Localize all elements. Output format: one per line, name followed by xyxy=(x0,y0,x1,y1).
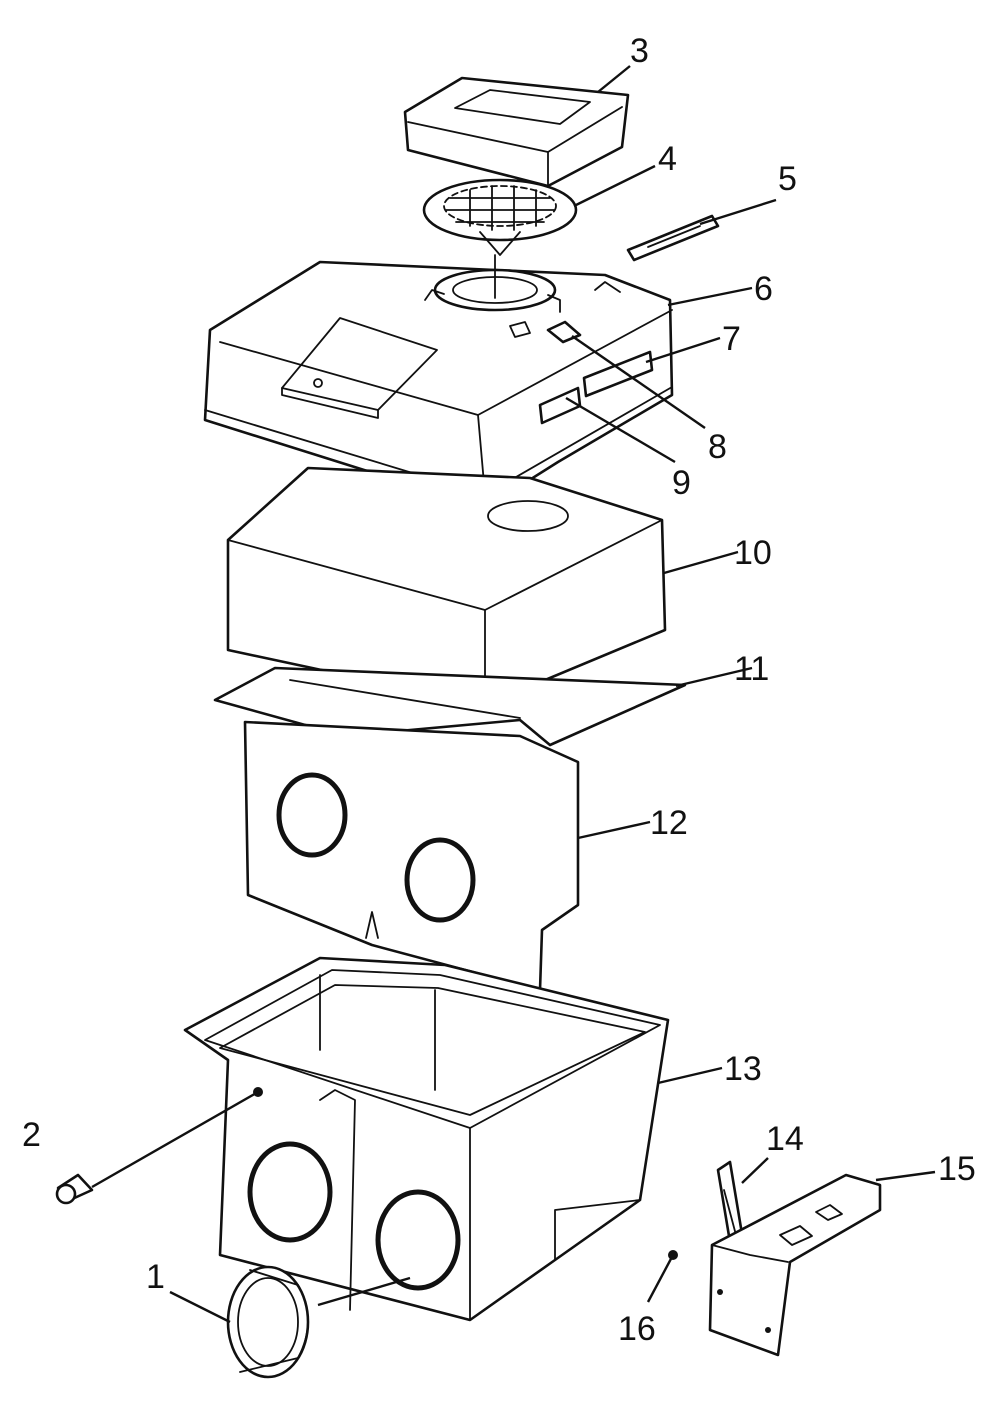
part-1-coupler xyxy=(226,1265,310,1379)
callout-1: 1 xyxy=(146,1258,165,1296)
callout-16: 16 xyxy=(618,1310,656,1348)
callout-2: 2 xyxy=(22,1116,41,1154)
part-12-baffle-plate xyxy=(243,720,580,992)
part-10-foam-filter xyxy=(226,466,667,707)
callout-12: 12 xyxy=(650,804,688,842)
part-4-filter-screen xyxy=(422,178,578,256)
callout-15: 15 xyxy=(938,1150,976,1188)
part-13-airbox-base xyxy=(183,956,670,1322)
callout-5: 5 xyxy=(778,160,797,198)
callout-14: 14 xyxy=(766,1120,804,1158)
callout-11: 11 xyxy=(734,650,769,688)
callout-13: 13 xyxy=(724,1050,762,1088)
callout-7: 7 xyxy=(722,320,741,358)
callout-6: 6 xyxy=(754,270,773,308)
part-3-top-foam-filter xyxy=(403,76,630,188)
part-15-bracket xyxy=(708,1173,882,1357)
part-2-screw xyxy=(55,1173,94,1205)
leader-lines xyxy=(91,65,936,1324)
callout-3: 3 xyxy=(630,32,649,70)
callout-9: 9 xyxy=(672,464,691,502)
callout-10: 10 xyxy=(734,534,772,572)
part-5-strip xyxy=(626,214,720,262)
part-6-airbox-cover xyxy=(203,254,674,510)
callout-labels: 3 4 5 6 7 8 9 10 11 12 13 2 1 14 15 16 xyxy=(22,32,976,1348)
callout-4: 4 xyxy=(658,140,677,178)
callout-8: 8 xyxy=(708,428,727,466)
